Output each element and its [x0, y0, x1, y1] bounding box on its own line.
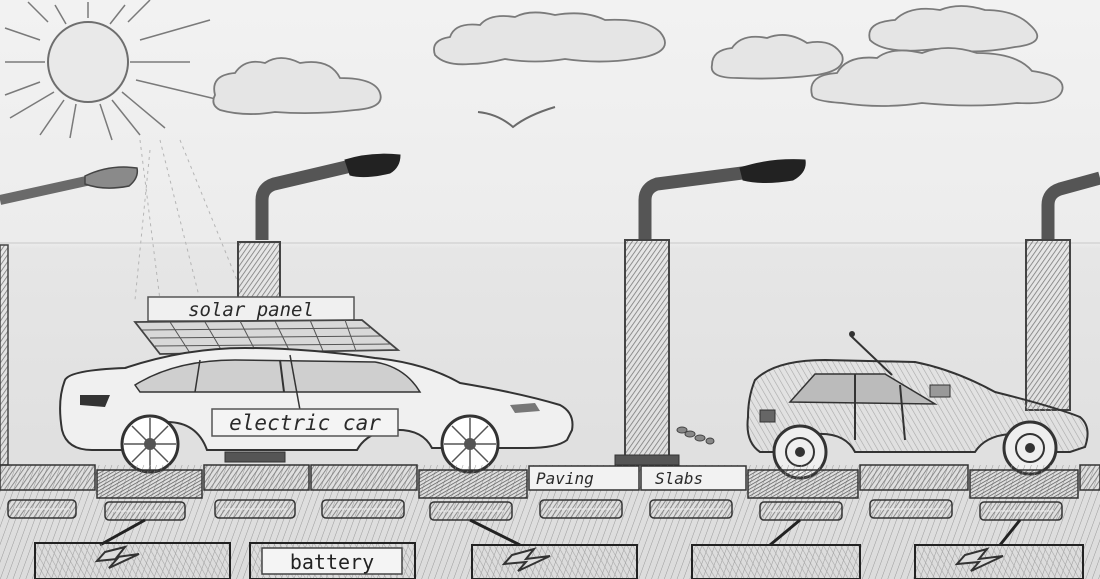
street-lamp [1025, 171, 1100, 411]
street-lamp [0, 166, 139, 466]
solar-panel [133, 319, 401, 355]
lightning-icon [501, 547, 551, 572]
electric-car-label-box: electric car [211, 408, 399, 437]
car-wheel [120, 414, 180, 474]
electric-car [59, 346, 574, 474]
solar-panel-label-box: solar panel [147, 296, 355, 322]
battery-label: battery [290, 550, 374, 574]
battery-boxes [34, 542, 1084, 579]
cloud-icon [212, 57, 382, 115]
street-lamp [237, 153, 401, 301]
paving-label: Paving [536, 469, 594, 488]
lightning-icon [94, 545, 140, 569]
slabs-label: Slabs [655, 469, 703, 488]
paving-slabs [0, 464, 1100, 499]
cloud-icon [433, 11, 666, 66]
gas-car [746, 331, 1089, 480]
bird-icon [477, 106, 556, 129]
solar-panel-label: solar panel [188, 299, 314, 321]
wires [99, 518, 1022, 547]
electric-car-label: electric car [229, 411, 381, 435]
car-wheel [440, 414, 500, 474]
battery-label-box [261, 547, 403, 575]
cloud-icon [710, 34, 844, 80]
cloud-icon [810, 47, 1064, 107]
sun-icon [4, 0, 246, 301]
lightning-icon [954, 547, 1004, 572]
exhaust-puffs [676, 426, 715, 445]
street-lamp [614, 159, 806, 466]
